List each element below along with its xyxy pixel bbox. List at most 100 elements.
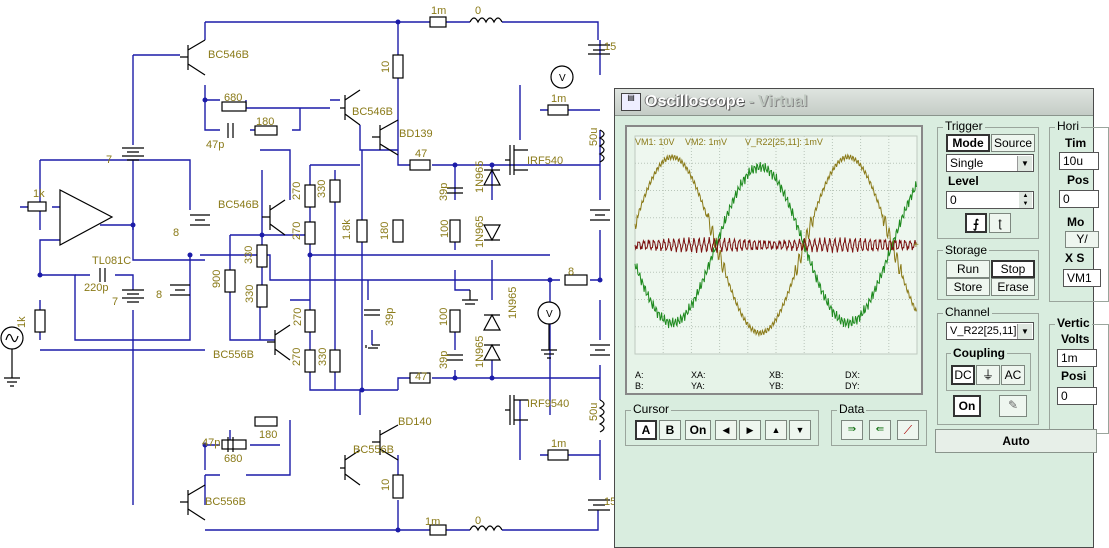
label: 270 [292,308,304,326]
label: 330 [244,285,256,303]
data-group [831,410,927,446]
rising-edge-icon[interactable]: ⨍ [965,213,987,233]
xsource-label: X S [1065,251,1085,265]
trace-vm1 [634,153,917,338]
dc-button[interactable]: DC [951,365,975,385]
label: 7 [106,154,112,166]
arrow-up-icon[interactable]: ▲ [765,420,787,440]
label: 680 [224,92,242,104]
xa-readout: XA: [691,370,706,380]
arrow-left-icon[interactable]: ◀ [715,420,737,440]
label: 50u [588,403,600,421]
label: 15 [604,496,616,508]
label: 330 [316,180,328,198]
cursor-a-button[interactable]: A [635,420,657,440]
ground-icon[interactable]: ⏚ [976,365,1000,385]
label: BD139 [399,128,433,140]
label: 270 [291,348,303,366]
arrow-right-icon[interactable]: ▶ [739,420,761,440]
store-button[interactable]: Store [946,278,990,296]
vpos-input[interactable]: 0 [1057,387,1097,405]
oscilloscope-window[interactable]: ▤ Oscilloscope - Virtual + VM1: 10V VM2:… [614,88,1109,548]
vr22-label: V_R22[25,11]: 1mV [745,137,823,147]
volts-input[interactable]: 1m [1057,349,1097,367]
channel-select[interactable]: V_R22[25,11] ▼ [946,322,1034,340]
cursor-b-button[interactable]: B [659,420,681,440]
dx-readout: DX: [845,370,861,380]
trigger-level-value: 0 [950,193,957,207]
stop-button[interactable]: Stop [991,260,1035,278]
label: 100 [439,220,451,238]
ac-button[interactable]: AC [1001,365,1025,385]
label: BC546B [352,106,393,118]
volts-label: Volts [1061,332,1090,346]
trigger-marker: + [913,240,919,251]
label: 1k [33,188,45,200]
import-data-icon[interactable]: ⇚ [869,420,891,440]
xsource-select[interactable]: VM1 [1063,269,1101,287]
hpos-input[interactable]: 0 [1059,190,1099,208]
label: 10 [380,61,392,73]
trigger-mode-button[interactable]: Mode [946,134,990,152]
hmode-button[interactable]: Y/ [1065,231,1099,248]
pen-icon[interactable]: ✎ [999,395,1027,417]
vm2-label: VM2: 1mV [685,137,728,147]
label: 180 [256,116,274,128]
label: 100 [438,308,450,326]
schematic-labels: BC546B BC546B BD139 BC546B BC556B BC556B… [16,5,616,528]
label: 8 [173,227,179,239]
arrow-down-icon[interactable]: ▼ [789,420,811,440]
channel-value: V_R22[25,11] [950,325,1017,337]
title-bar[interactable]: ▤ Oscilloscope - Virtual [615,89,1093,116]
label: 7 [112,296,118,308]
label: 330 [317,348,329,366]
time-input[interactable]: 10u [1059,152,1099,170]
trigger-mode-select[interactable]: Single ▼ [946,154,1034,172]
diodes [483,168,501,361]
data-title: Data [837,402,867,416]
channel-title: Channel [943,305,992,319]
clear-plot-icon[interactable]: ⟋ [897,420,919,440]
voltmeter-top[interactable] [550,65,574,89]
spin-down-icon[interactable]: ▼ [1019,200,1032,208]
capacitors [99,123,463,452]
vm1-label: VM1: 10V [635,137,675,147]
vertical-title: Vertic [1055,316,1092,330]
dy-readout: DY: [845,381,860,391]
cursor-a-readout: A: [635,370,644,380]
trigger-level-input[interactable]: 0 ▲ ▼ [946,191,1034,209]
channel-on-button[interactable]: On [953,395,981,417]
label: 180 [259,429,277,441]
trigger-group [937,127,1039,239]
label: 270 [291,222,303,240]
transistors [180,39,528,521]
cursor-on-button[interactable]: On [685,420,711,440]
run-button[interactable]: Run [946,260,990,278]
cursor-title: Cursor [631,402,672,416]
label: BD140 [398,416,432,428]
auto-button[interactable]: Auto [935,429,1097,453]
trigger-title: Trigger [943,119,985,133]
export-data-icon[interactable]: ⇛ [841,420,863,440]
cursor-group [625,410,819,446]
falling-edge-icon[interactable]: ʈ [989,213,1011,233]
spin-up-icon[interactable]: ▲ [1019,192,1032,200]
label: 0 [475,515,481,527]
trigger-source-button[interactable]: Source [991,134,1035,152]
label: 1m [425,516,440,528]
label: 47p [206,139,224,151]
label: 1m [551,438,566,450]
scope-screen[interactable]: + [634,135,919,355]
yb-readout: YB: [769,381,784,391]
label: 900 [211,270,223,288]
label: 15 [604,41,616,53]
chevron-down-icon[interactable]: ▼ [1017,156,1032,171]
label: 8 [568,266,574,278]
trace-vr22 [634,236,917,253]
erase-button[interactable]: Erase [991,278,1035,296]
label: 50u [588,128,600,146]
trace-vm2 [634,162,917,329]
label: 1.8k [341,219,353,240]
chevron-down-icon[interactable]: ▼ [1017,324,1032,339]
label: 1N965 [474,336,486,368]
